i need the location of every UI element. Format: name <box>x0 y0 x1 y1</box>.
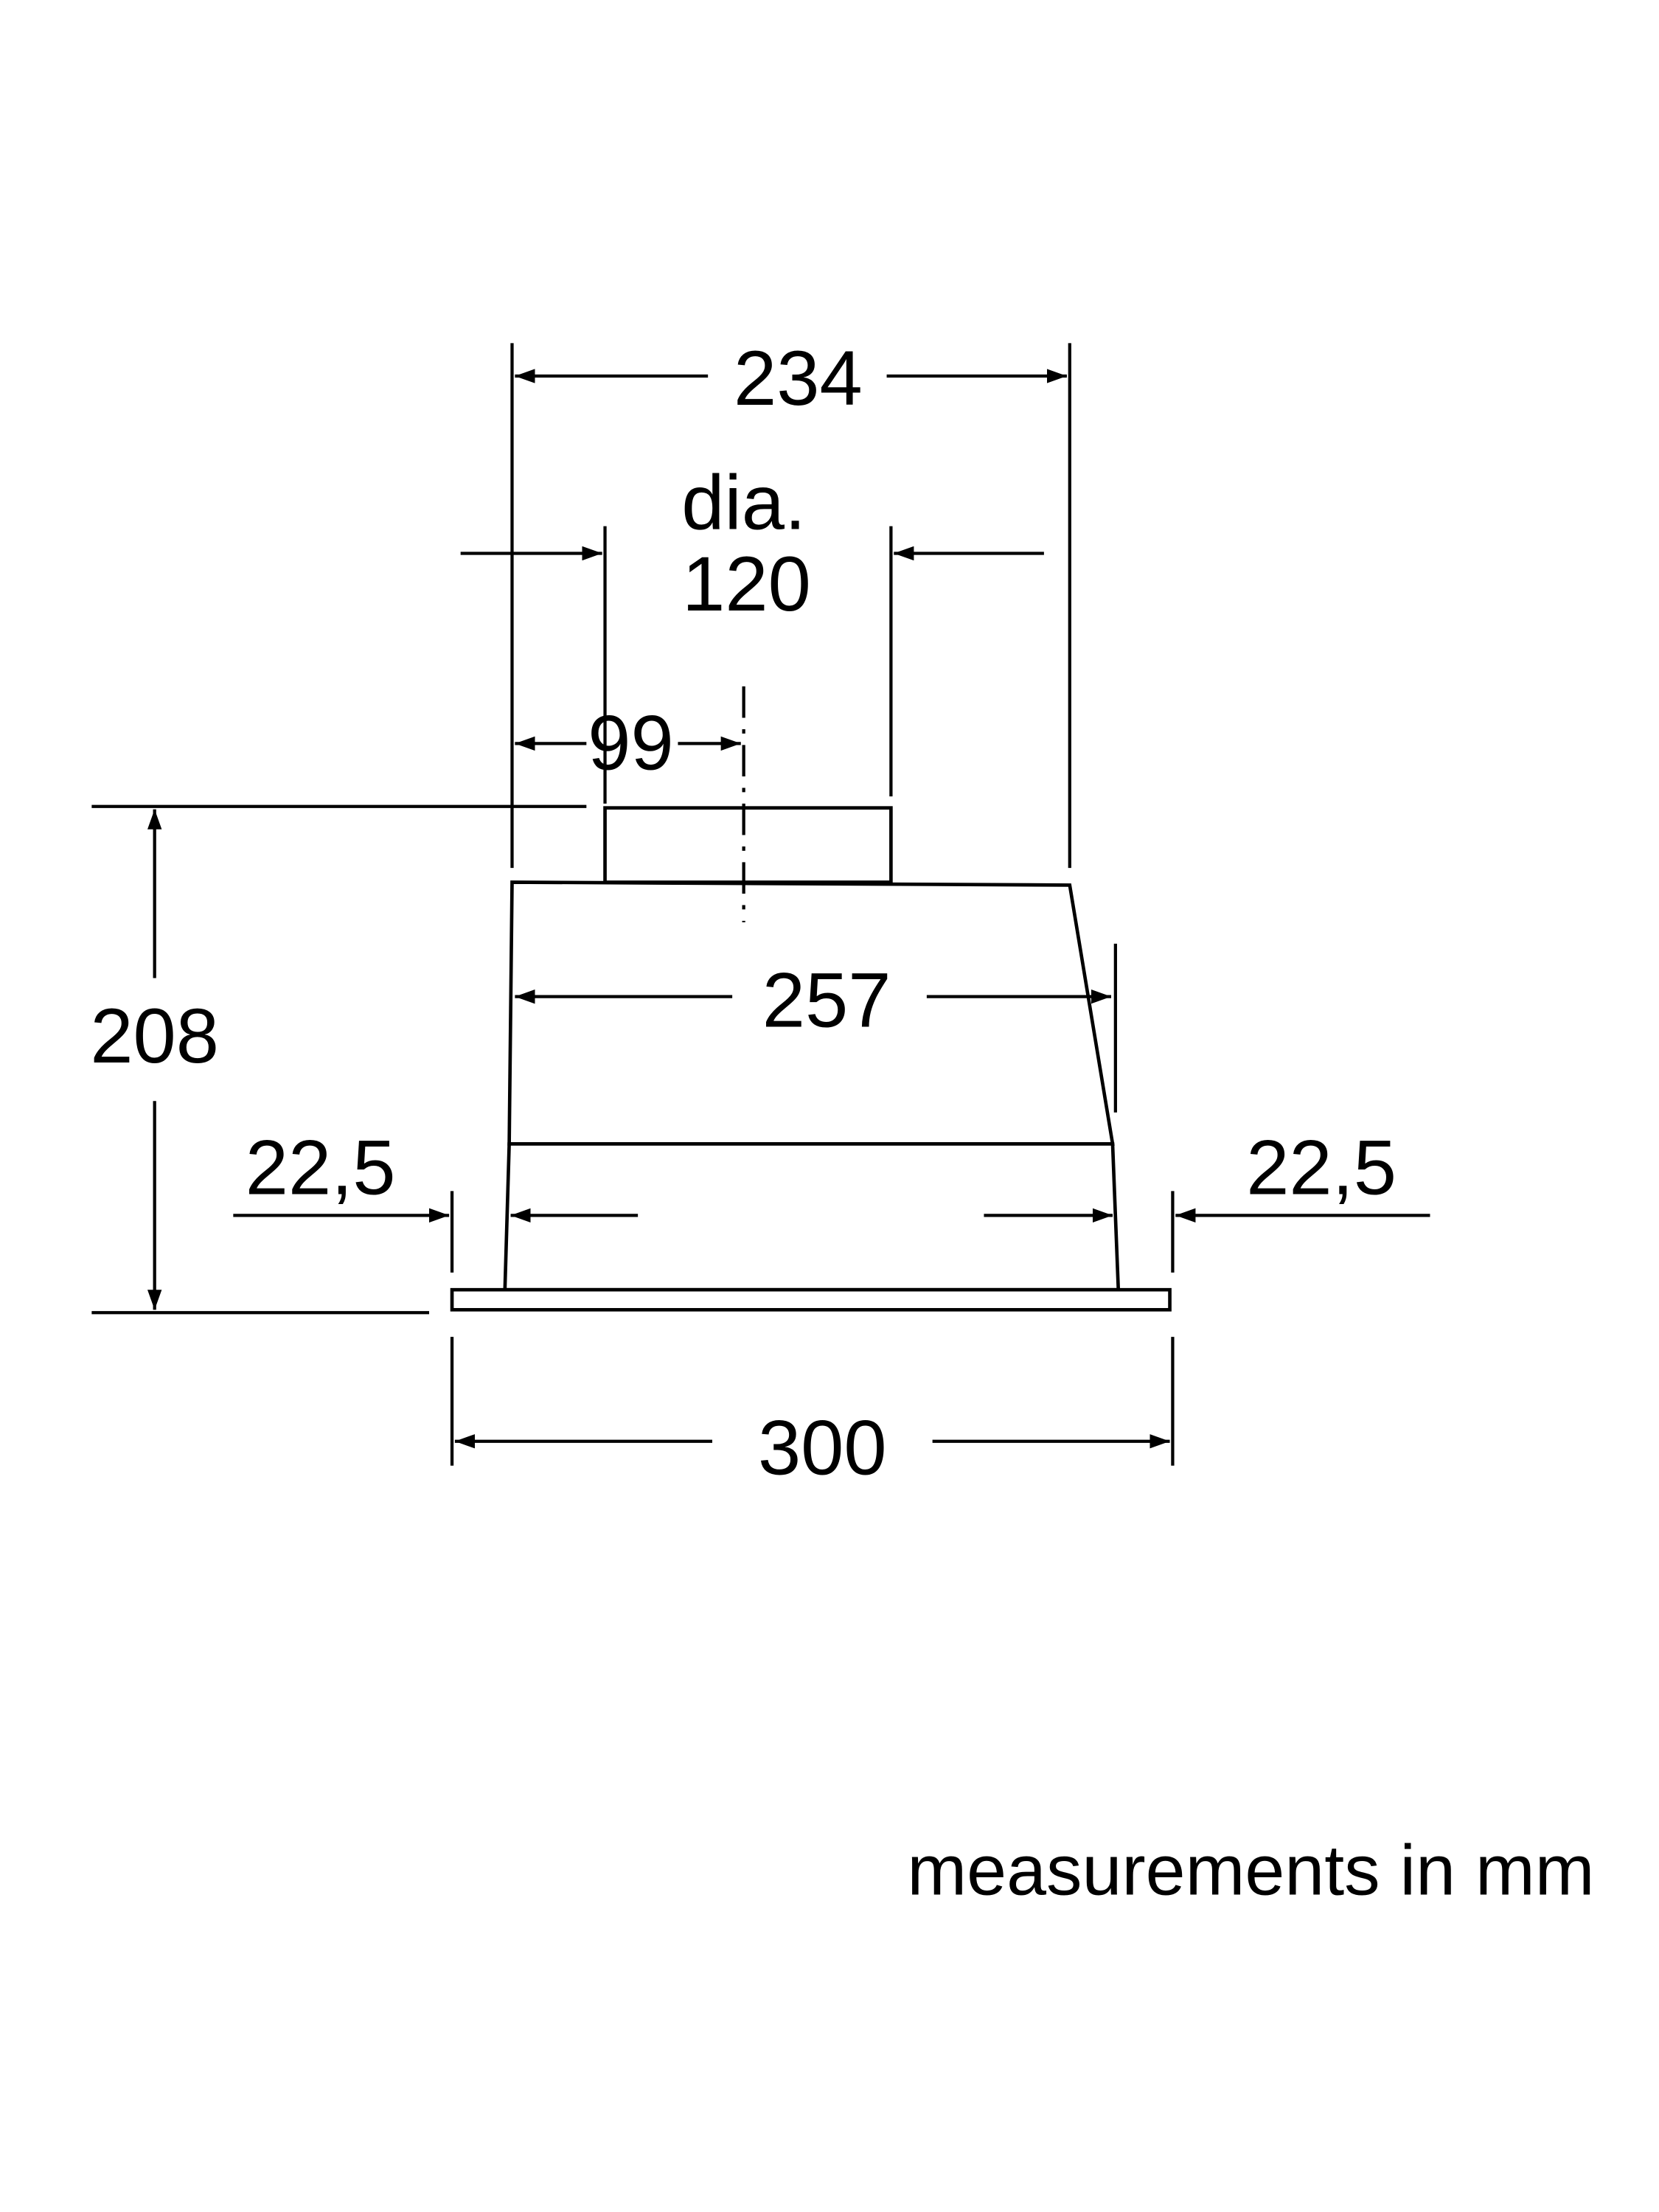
dimension-208: 208 <box>90 804 587 1315</box>
dimension-234: 234 <box>510 335 1071 869</box>
dimension-label-dia: dia. <box>681 460 806 546</box>
dimension-label-257: 257 <box>762 957 891 1043</box>
dimension-duct-diameter: dia. 120 <box>460 460 1044 804</box>
dimension-label-right-22-5: 22,5 <box>1246 1124 1397 1211</box>
units-note: measurements in mm <box>907 1829 1594 1910</box>
dimension-300: 300 <box>450 1337 1175 1491</box>
dimension-label-99: 99 <box>588 700 673 786</box>
dimension-257: 257 <box>515 943 1117 1113</box>
dimension-label-300: 300 <box>758 1405 887 1491</box>
dimension-right-overhang: 22,5 <box>984 1124 1430 1273</box>
front-panel <box>450 1287 1172 1312</box>
dimension-label-120: 120 <box>682 541 811 627</box>
hood-outline <box>450 686 1172 1312</box>
dimension-99: 99 <box>515 700 741 786</box>
dimension-label-208: 208 <box>90 993 219 1079</box>
dimension-label-left-22-5: 22,5 <box>246 1124 396 1211</box>
dimension-label-234: 234 <box>734 335 863 422</box>
duct-connector <box>603 806 893 884</box>
dimension-left-overhang: 22,5 <box>233 1124 639 1273</box>
